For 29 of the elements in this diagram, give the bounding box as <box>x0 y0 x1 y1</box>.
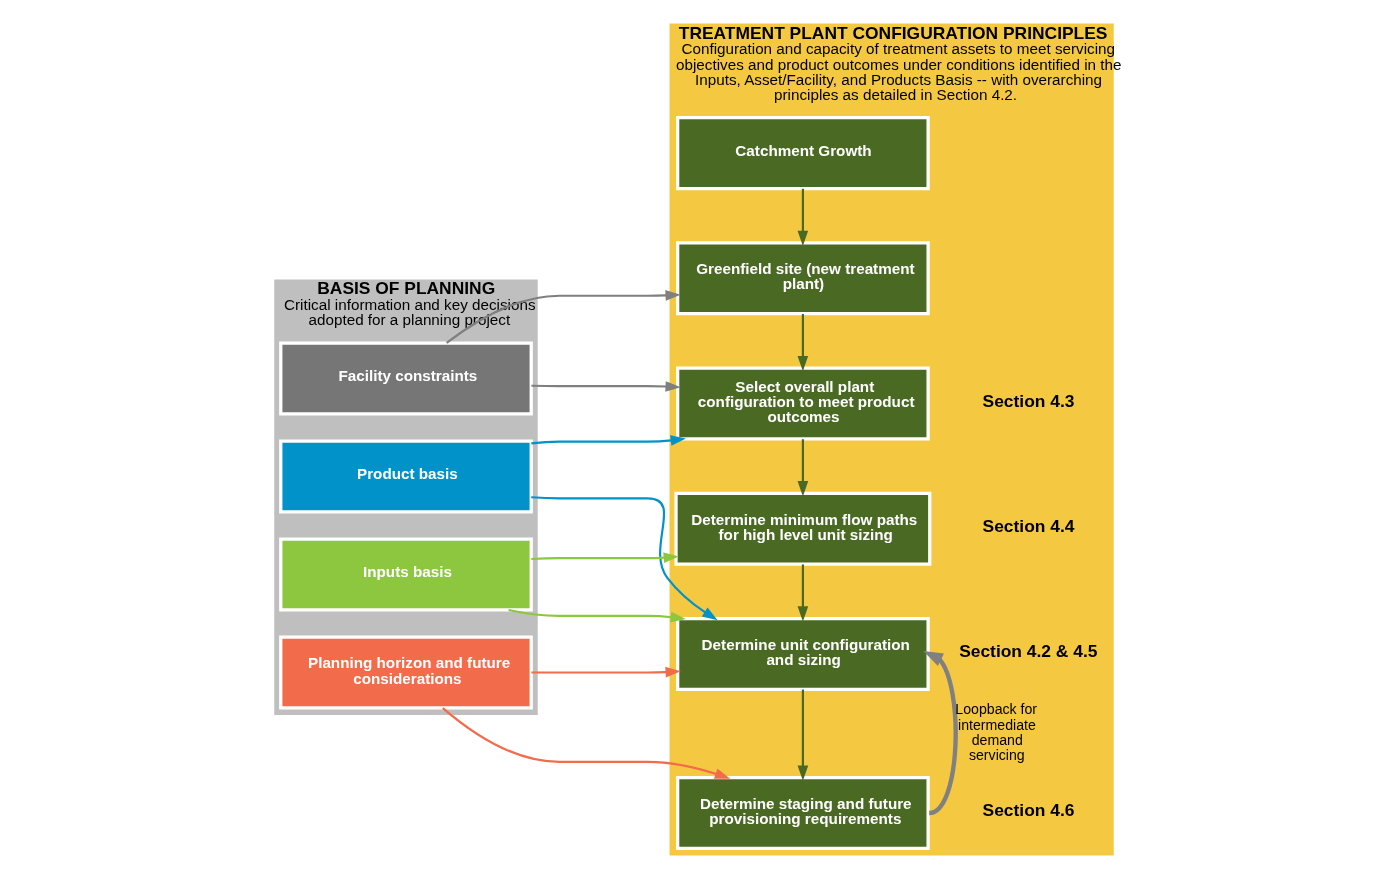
arrow <box>531 381 681 392</box>
node-box: Catchment Growth <box>676 116 930 191</box>
node-box: Product basis <box>279 439 533 514</box>
node-box: Select overall plant configuration to meet product outcomes <box>676 366 930 441</box>
node-label: Section 4.4 <box>982 515 1075 536</box>
node-box: Determine minimum flow paths for high level unit sizing <box>674 491 932 566</box>
node-box: Greenfield site (new treatment plant) <box>676 241 930 316</box>
arrow <box>531 666 681 678</box>
node-label: Section 4.6 <box>982 800 1075 821</box>
arrow <box>797 689 809 781</box>
edge-label: Loopback for intermediate demand servicing <box>955 701 1038 764</box>
arrow <box>442 707 731 779</box>
node-box: Facility constraints <box>279 341 533 416</box>
node-box: Planning horizon and future considerations <box>279 635 533 710</box>
node-box: Inputs basis <box>279 537 533 612</box>
arrow <box>797 439 809 497</box>
arrow <box>531 552 679 564</box>
node-box: Determine staging and future provisioning requirements <box>676 775 930 850</box>
arrow <box>797 564 809 622</box>
arrow <box>531 496 718 621</box>
node-label: Section 4.3 <box>982 390 1075 411</box>
arrow <box>797 188 809 246</box>
arrow <box>797 314 809 372</box>
node-box: Determine unit configuration and sizing <box>676 617 930 692</box>
arrow <box>923 651 958 816</box>
arrow <box>508 608 686 623</box>
arrow <box>446 290 681 344</box>
arrow <box>531 435 686 446</box>
node-label: Section 4.2 & 4.5 <box>959 641 1098 662</box>
